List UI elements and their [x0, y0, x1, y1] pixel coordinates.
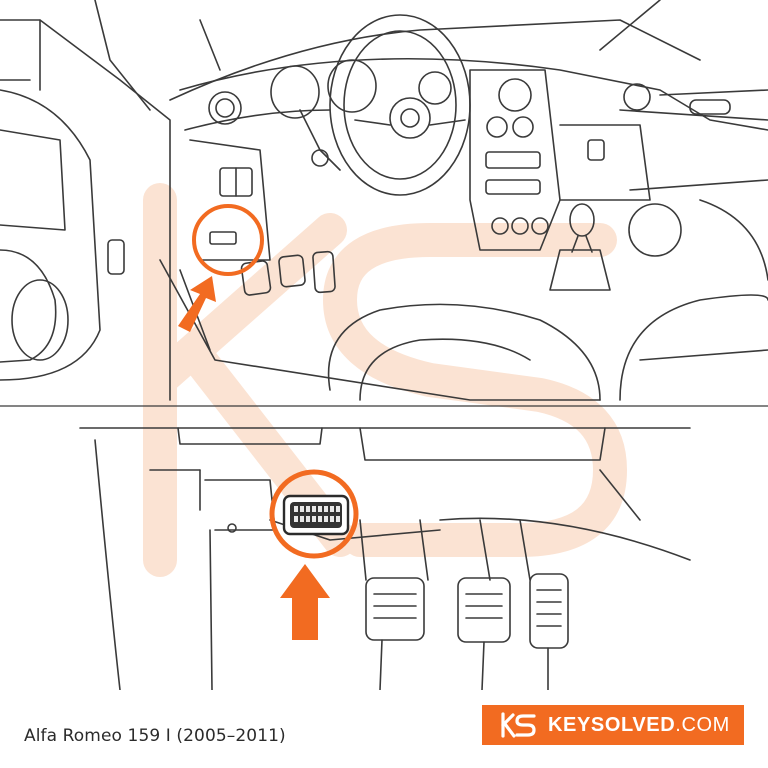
- brand-name: KEYSOLVED.COM: [548, 714, 730, 737]
- upper-interior-view: [0, 0, 768, 407]
- obd-location-illustration: [0, 0, 768, 690]
- obd-port-icon: [282, 494, 350, 536]
- arrow-icon: [178, 276, 216, 332]
- obd-highlight-circle-upper: [192, 204, 264, 276]
- ks-watermark: [143, 183, 627, 577]
- keysolved-brand-badge: KEYSOLVED.COM: [482, 705, 744, 745]
- arrow-icon: [280, 564, 330, 640]
- ks-monogram-icon: [501, 712, 536, 738]
- vehicle-caption: Alfa Romeo 159 I (2005–2011): [24, 726, 286, 746]
- brand-name-bold: KEYSOLVED: [548, 713, 676, 736]
- brand-name-suffix: .COM: [675, 713, 730, 736]
- obd-highlight-circle-lower: [269, 469, 359, 559]
